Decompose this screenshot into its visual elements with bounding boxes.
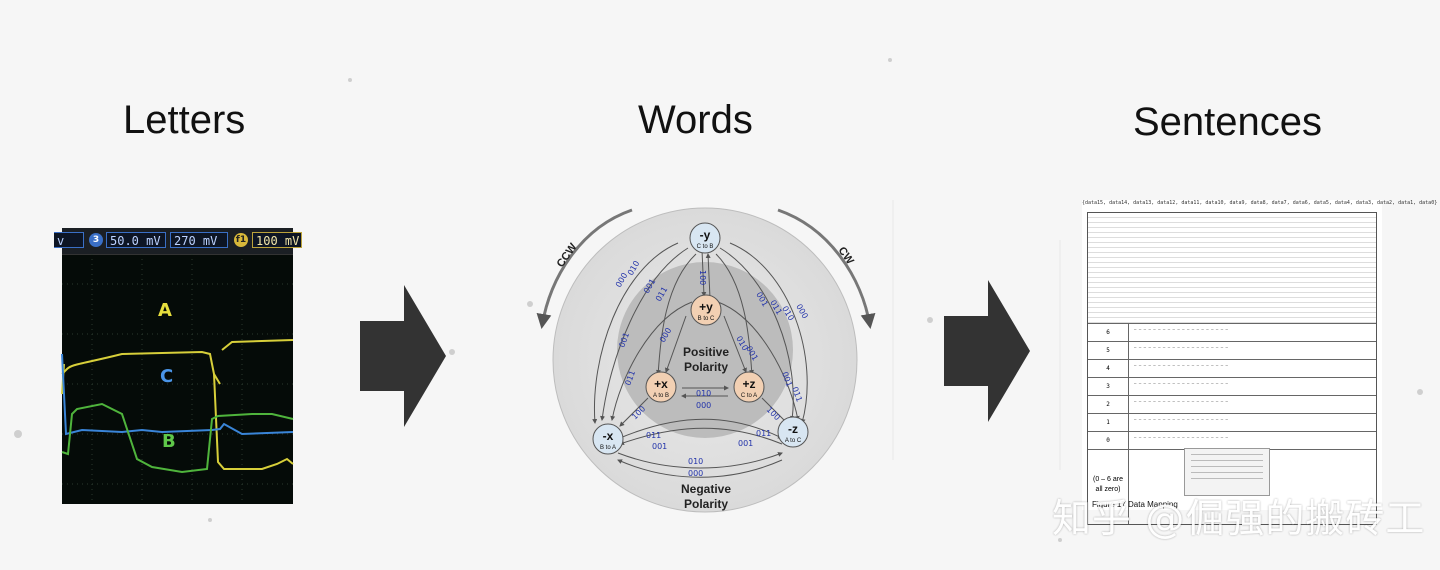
node-neg-y: -y C to B (689, 222, 721, 254)
trace-b (61, 402, 294, 474)
code-label: 010 (696, 389, 711, 398)
arrow-right-2-icon (944, 280, 1030, 422)
code-label: 001 (738, 439, 753, 448)
arrow-right-1-icon (360, 285, 446, 427)
readout-scale: 50.0 mV (106, 232, 166, 248)
readout-offset: 270 mV (170, 232, 228, 248)
node-pos-y: +y B to C (690, 294, 722, 326)
ccw-label: CCW (555, 241, 580, 270)
polarity-state-diagram: CCW CW 000 010 001 011 100 001 011 010 0… (536, 207, 876, 513)
sentences-heading: Sentences (1133, 100, 1323, 144)
trace-label-c: C (160, 366, 173, 387)
doc-header: {data15, data14, data13, data12, data11,… (1082, 200, 1438, 206)
doc-last-label: (0 – 6 are (1093, 476, 1123, 483)
words-heading: Words (638, 98, 753, 142)
data-mapping-document: {data15, data14, data13, data12, data11,… (1082, 200, 1438, 525)
transition-lines (592, 242, 808, 478)
node-pos-z: +z C to A (733, 371, 765, 403)
doc-row-label: 2 (1088, 396, 1129, 413)
oscilloscope-readout-bar: v 3 50.0 mV 270 mV f1 100 mV (54, 228, 302, 255)
trace-a (61, 350, 294, 470)
readout-math: 100 mV (252, 232, 302, 248)
doc-row: 6— — — — — — — — — — — — — — — — — — — — (1088, 323, 1376, 341)
node-name: +x (654, 377, 668, 391)
node-name: +y (699, 300, 713, 314)
cw-label: CW (836, 245, 857, 267)
doc-row-label: 1 (1088, 414, 1129, 431)
code-label: 010 (688, 457, 703, 466)
doc-row: 1— — — — — — — — — — — — — — — — — — — — (1088, 413, 1376, 431)
doc-dense-lines (1088, 213, 1376, 323)
oscilloscope-screenshot: v 3 50.0 mV 270 mV f1 100 mV A C B (54, 228, 302, 504)
positive-polarity-label: Positive (683, 345, 729, 359)
doc-row-label: 5 (1088, 342, 1129, 359)
math-badge: f1 (234, 233, 248, 247)
channel-badge: 3 (89, 233, 103, 247)
cw-arrow (777, 208, 876, 329)
code-label: 000 (696, 401, 711, 410)
doc-table: 6— — — — — — — — — — — — — — — — — — — —… (1087, 212, 1377, 525)
node-sub: A to B (653, 393, 669, 399)
readout-partial: v (54, 232, 84, 248)
doc-row-label: 4 (1088, 360, 1129, 377)
positive-polarity-label: Polarity (684, 360, 728, 374)
code-label: 011 (646, 431, 661, 440)
doc-row: 2— — — — — — — — — — — — — — — — — — — — (1088, 395, 1376, 413)
node-name: -z (788, 422, 798, 436)
doc-row: 5— — — — — — — — — — — — — — — — — — — — (1088, 341, 1376, 359)
node-sub: A to C (785, 438, 802, 444)
trace-c (61, 353, 294, 436)
letters-heading: Letters (123, 98, 246, 142)
doc-row-label: 3 (1088, 378, 1129, 395)
node-sub: B to C (698, 316, 715, 322)
doc-row: 4— — — — — — — — — — — — — — — — — — — — (1088, 359, 1376, 377)
watermark: 知乎 @倔强的搬砖工 (1052, 497, 1426, 542)
code-label: 000 (688, 469, 703, 478)
doc-last-label: all zero) (1095, 486, 1121, 493)
node-pos-x: +x A to B (645, 371, 677, 403)
node-name: -x (603, 429, 614, 443)
negative-polarity-label: Polarity (684, 497, 728, 511)
code-label: 001 (652, 442, 667, 451)
ccw-arrow (536, 208, 633, 329)
doc-row: 3— — — — — — — — — — — — — — — — — — — — (1088, 377, 1376, 395)
code-label: 100 (698, 270, 707, 285)
negative-polarity-label: Negative (681, 482, 731, 496)
doc-row-label: 6 (1088, 324, 1129, 341)
doc-legend-box (1184, 448, 1270, 496)
node-sub: B to A (600, 445, 616, 451)
node-neg-x: -x B to A (592, 423, 624, 455)
node-sub: C to B (697, 244, 714, 250)
doc-row: 0— — — — — — — — — — — — — — — — — — — — (1088, 431, 1376, 449)
node-name: +z (742, 377, 755, 391)
trace-label-b: B (162, 431, 176, 452)
code-label: 011 (756, 429, 771, 438)
node-sub: C to A (741, 393, 757, 399)
doc-caption: Figure 17 Data Mapping (1092, 500, 1178, 509)
trace-a-high (61, 339, 294, 395)
node-name: -y (700, 228, 711, 242)
node-neg-z: -z A to C (777, 416, 809, 448)
trace-label-a: A (158, 300, 172, 321)
doc-row-label: 0 (1088, 432, 1129, 449)
oscilloscope-traces: A C B (61, 254, 294, 504)
